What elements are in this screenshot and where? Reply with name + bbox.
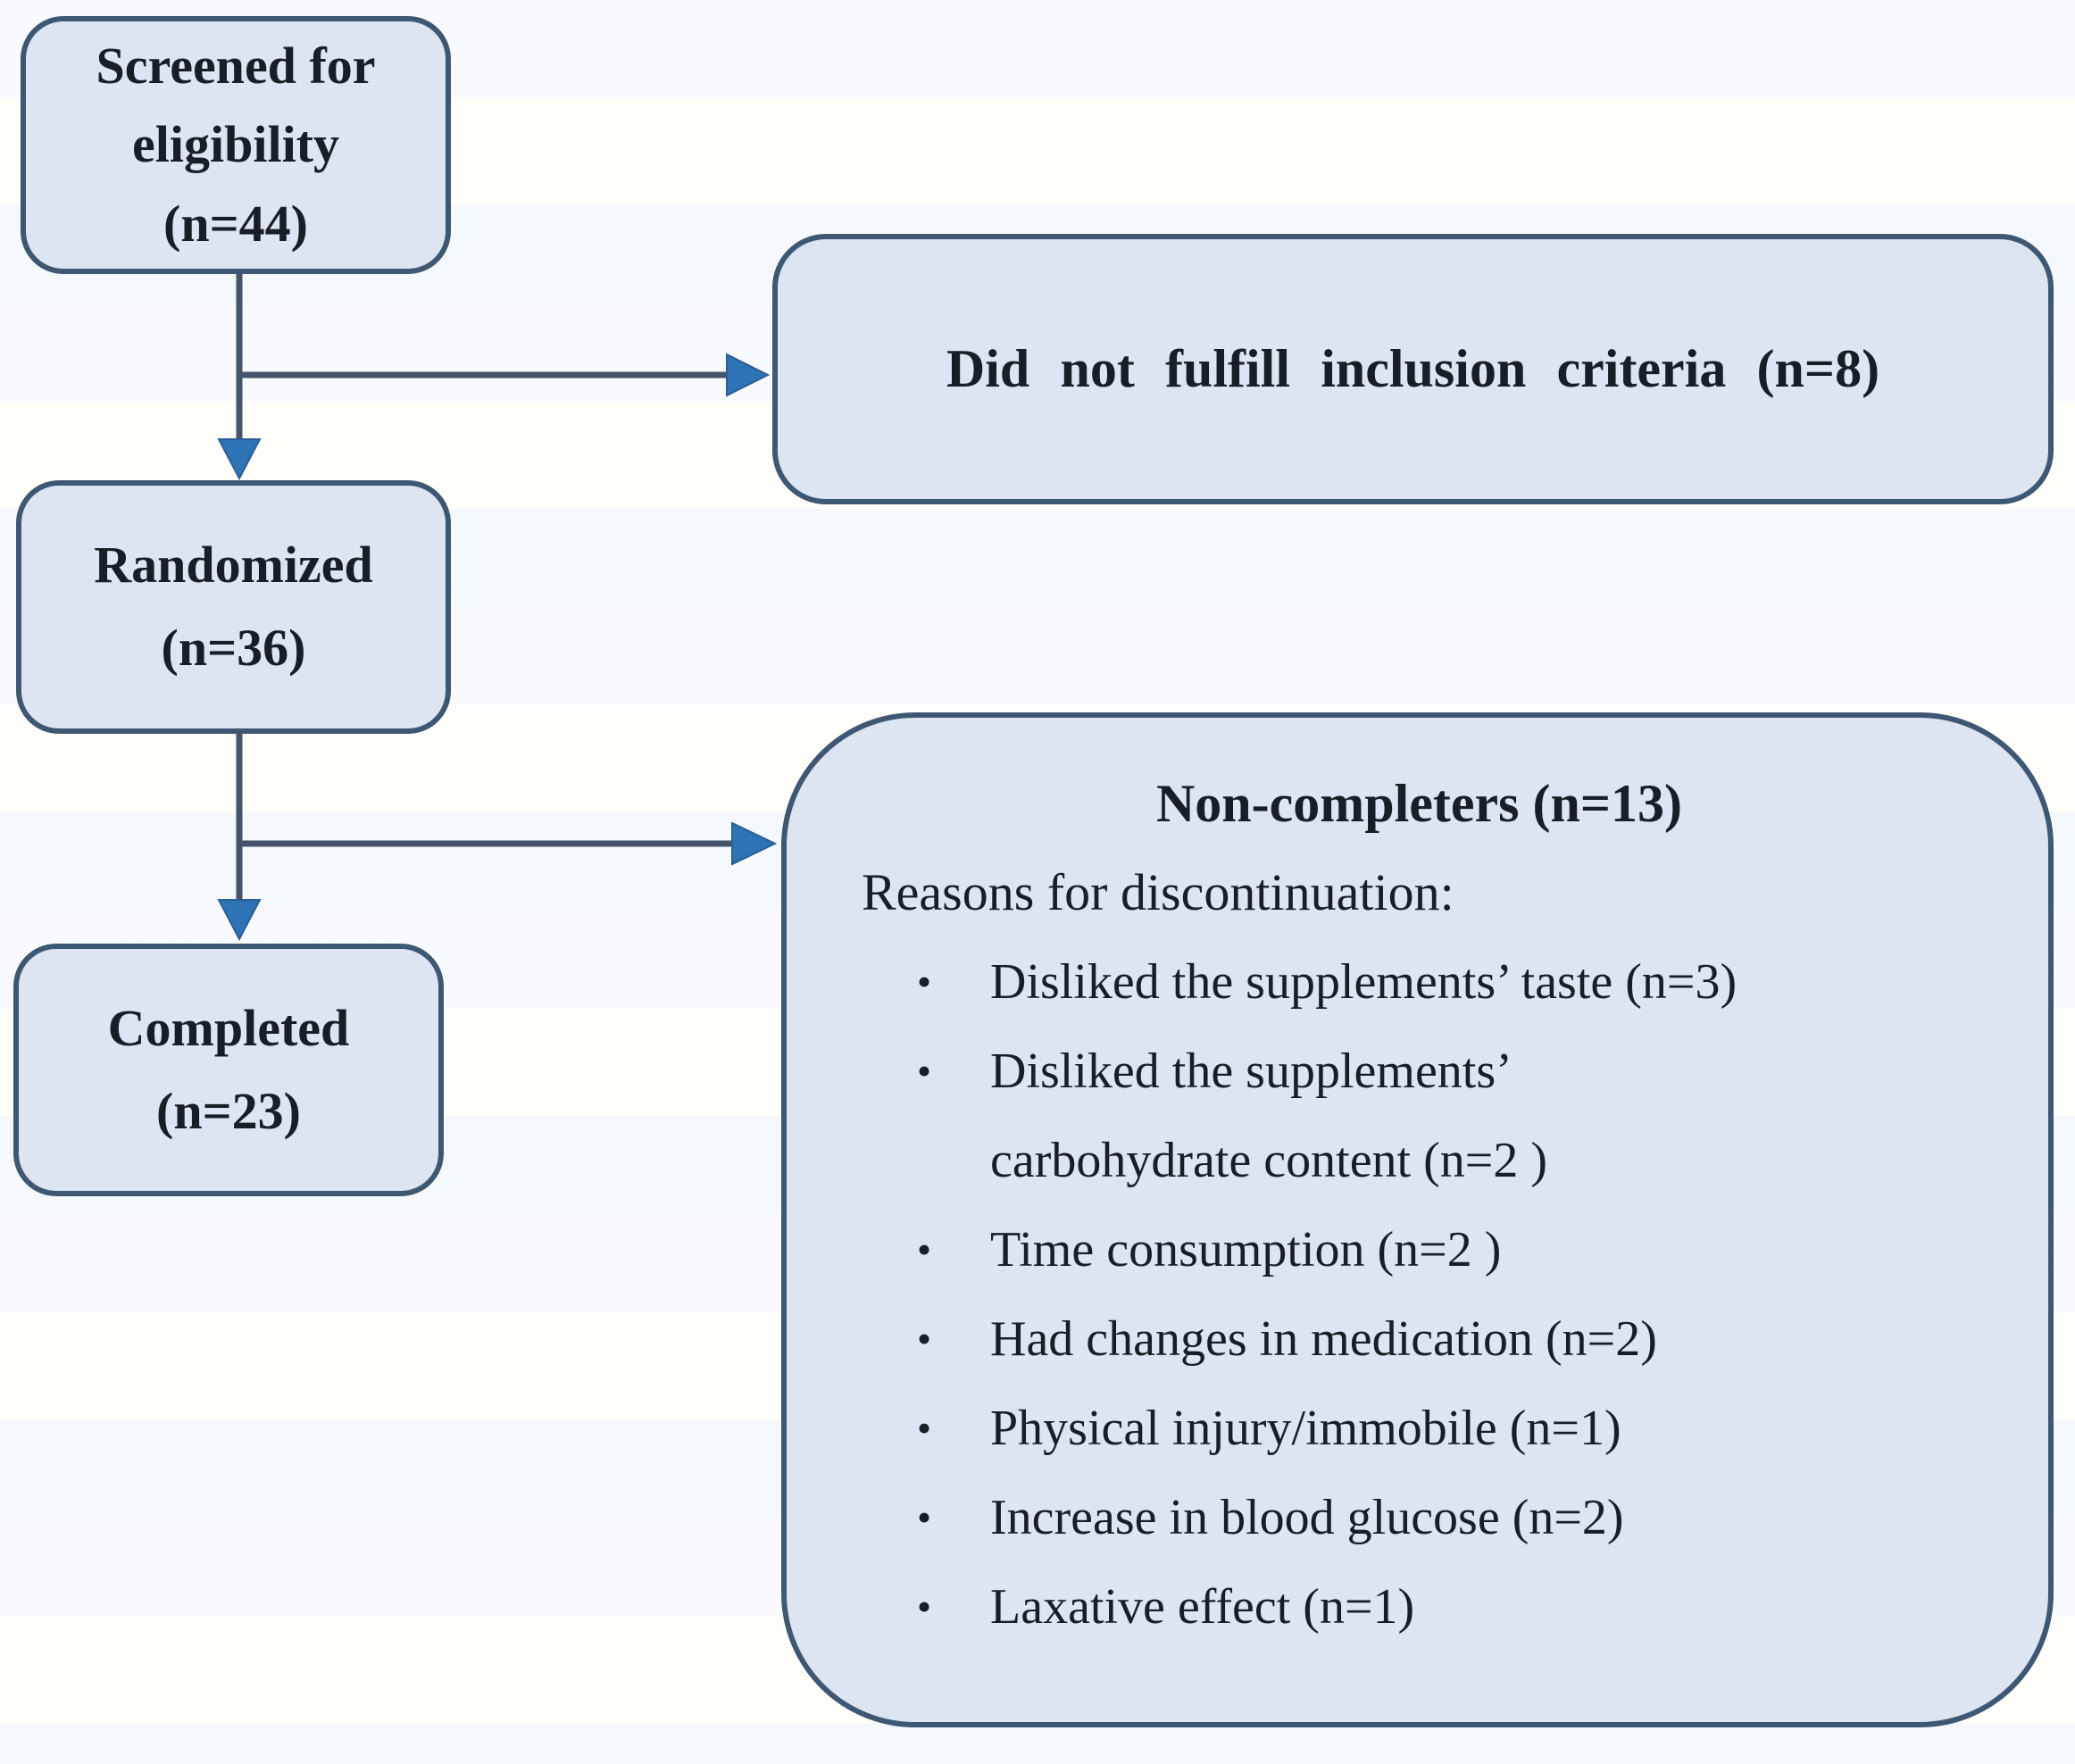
bullet-icon: • [917, 1048, 932, 1094]
bullet-icon: • [917, 959, 932, 1004]
bullet-icon: • [917, 1316, 932, 1361]
reason-text: Increase in blood glucose (n=2) [990, 1490, 1624, 1545]
arrowhead-right-2-icon [731, 821, 778, 866]
screened-line-1: Screened for [96, 37, 376, 96]
reason-text: Disliked the supplements’ carbohydrate c… [990, 1044, 1547, 1188]
non-completers-subtitle: Reasons for discontinuation: [862, 863, 1454, 921]
non-completers-title: Non-completers (n=13) [1155, 774, 1683, 833]
randomized-line-1: Randomized [94, 536, 373, 595]
completed-line-1: Completed [107, 998, 350, 1057]
did-not-fulfill-label: Did not fulfill inclusion criteria (n=8) [946, 339, 1880, 398]
reason-item: • Disliked the supplements’ carbohydrate… [908, 1027, 1783, 1205]
reason-item: • Laxative effect (n=1) [908, 1562, 1783, 1652]
screened-line-3: (n=44) [163, 194, 308, 253]
completed-box: Completed (n=23) [13, 944, 444, 1196]
screened-box: Screened for eligibility (n=44) [21, 16, 451, 274]
reason-text: Laxative effect (n=1) [990, 1579, 1415, 1635]
reasons-list: • Disliked the supplements’ taste (n=3) … [862, 937, 1783, 1652]
reason-text: Time consumption (n=2 ) [990, 1222, 1502, 1277]
reason-text: Physical injury/immobile (n=1) [990, 1401, 1621, 1456]
bullet-icon: • [917, 1584, 932, 1629]
arrowhead-down-1-icon [217, 438, 262, 481]
arrowhead-down-2-icon [217, 899, 262, 942]
reason-item: • Time consumption (n=2 ) [908, 1205, 1783, 1294]
arrowhead-right-1-icon [726, 353, 771, 397]
non-completers-box: Non-completers (n=13) Reasons for discon… [781, 712, 2054, 1727]
reason-item: • Increase in blood glucose (n=2) [908, 1473, 1783, 1562]
bullet-icon: • [917, 1227, 932, 1272]
did-not-fulfill-box: Did not fulfill inclusion criteria (n=8) [772, 234, 2054, 504]
randomized-line-2: (n=36) [161, 619, 306, 677]
completed-line-2: (n=23) [156, 1081, 301, 1140]
reason-item: • Had changes in medication (n=2) [908, 1294, 1783, 1384]
bullet-icon: • [917, 1494, 932, 1540]
randomized-box: Randomized (n=36) [16, 480, 451, 734]
screened-line-2: eligibility [132, 115, 339, 174]
reason-item: • Disliked the supplements’ taste (n=3) [908, 937, 1783, 1027]
reason-text: Had changes in medication (n=2) [990, 1311, 1657, 1367]
reason-text: Disliked the supplements’ taste (n=3) [990, 954, 1738, 1010]
bullet-icon: • [917, 1405, 932, 1451]
reason-item: • Physical injury/immobile (n=1) [908, 1384, 1783, 1473]
